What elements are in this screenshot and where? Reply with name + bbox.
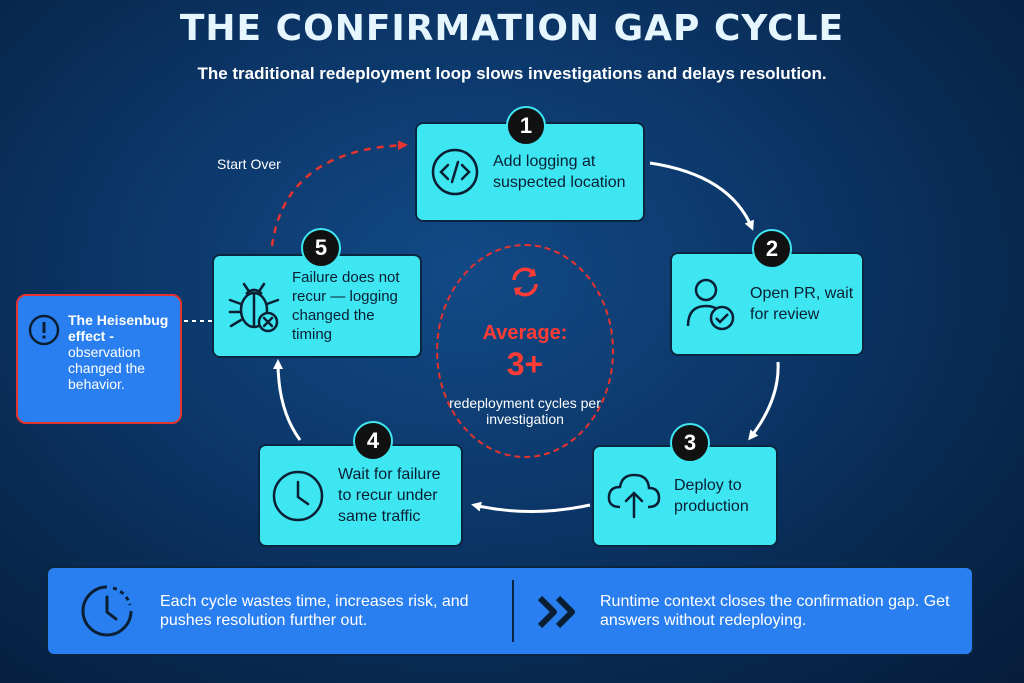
- page-subtitle: The traditional redeployment loop slows …: [197, 64, 827, 83]
- footer-left-text: Each cycle wastes time, increases risk, …: [160, 593, 469, 629]
- heisenbug-title: The Heisenbug effect -: [68, 312, 169, 344]
- arrow-1-to-2: [649, 161, 754, 231]
- step-2-badge: 2: [752, 229, 792, 269]
- step-5-box: Failure does not recur — logging changed…: [212, 254, 422, 358]
- step-5-text: Failure does not recur — logging changed…: [292, 269, 400, 343]
- arrow-start-over: [270, 140, 408, 247]
- step-2-box: Open PR, wait for review: [670, 252, 864, 356]
- stopwatch-icon: [78, 582, 136, 645]
- refresh-icon: [507, 264, 543, 305]
- bug-icon: [226, 276, 282, 336]
- arrow-4-to-5: [273, 359, 302, 441]
- average-label: Average:: [482, 322, 568, 344]
- footer-banner: Each cycle wastes time, increases risk, …: [46, 566, 974, 656]
- start-over-label: Start Over: [217, 156, 281, 172]
- center-dashed-circle: [436, 244, 614, 458]
- alert-icon: [28, 314, 60, 349]
- clock-icon: [270, 468, 326, 524]
- arrow-3-to-4: [471, 501, 591, 513]
- cloud-upload-icon: [606, 471, 662, 521]
- code-icon: [429, 146, 481, 198]
- footer-divider: [512, 580, 514, 642]
- step-4-box: Wait for failure to recur under same tra…: [258, 444, 463, 547]
- step-2-text: Open PR, wait for review: [750, 285, 854, 323]
- double-chevron-right-icon: [536, 594, 580, 635]
- step-1-badge: 1: [506, 106, 546, 146]
- user-check-icon: [684, 276, 736, 332]
- step-3-text: Deploy to production: [674, 477, 749, 515]
- step-3-badge: 3: [670, 423, 710, 463]
- step-4-text: Wait for failure to recur under same tra…: [338, 466, 441, 525]
- arrow-2-to-3: [748, 361, 780, 441]
- step-1-text: Add logging at suspected location: [493, 153, 626, 191]
- footer-right-text: Runtime context closes the confirmation …: [600, 593, 950, 629]
- step-4-badge: 4: [353, 421, 393, 461]
- average-value: 3+: [506, 346, 544, 382]
- step-5-badge: 5: [301, 228, 341, 268]
- heisenbug-text: observation changed the behavior.: [68, 344, 146, 392]
- average-caption: redeployment cycles per investigation: [449, 395, 601, 427]
- page-title: THE CONFIRMATION GAP CYCLE: [179, 8, 845, 49]
- heisenbug-callout: The Heisenbug effect - observation chang…: [16, 294, 182, 424]
